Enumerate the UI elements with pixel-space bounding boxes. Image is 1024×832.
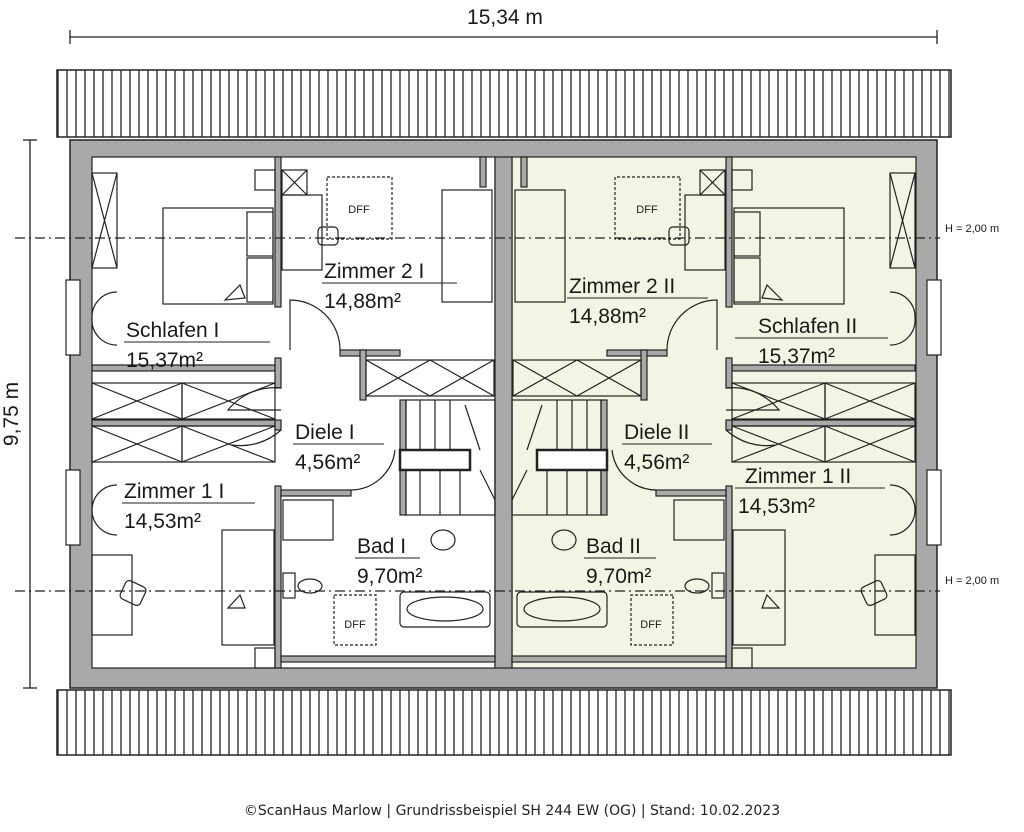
svg-text:Diele I: Diele I xyxy=(295,421,355,444)
svg-text:Schlafen II: Schlafen II xyxy=(758,315,857,338)
svg-text:4,56m²: 4,56m² xyxy=(295,451,360,474)
depth-label: 9,75 m xyxy=(0,382,23,446)
svg-text:14,53m²: 14,53m² xyxy=(124,510,201,533)
svg-text:14,53m²: 14,53m² xyxy=(738,495,815,518)
skylight-label: DFF xyxy=(636,204,658,216)
room-zimmer-1-i: Zimmer 1 I 14,53m² xyxy=(122,480,255,533)
svg-text:Zimmer 1 I: Zimmer 1 I xyxy=(124,480,224,503)
svg-text:15,37m²: 15,37m² xyxy=(126,349,203,372)
skylight-label: DFF xyxy=(640,619,662,631)
svg-text:14,88m²: 14,88m² xyxy=(569,305,646,328)
windows xyxy=(65,279,942,546)
width-label: 15,34 m xyxy=(467,6,543,29)
svg-text:9,70m²: 9,70m² xyxy=(586,565,651,588)
room-zimmer-2-i: Zimmer 2 I 14,88m² xyxy=(322,260,457,313)
room-zimmer-1-ii: Zimmer 1 II 14,53m² xyxy=(735,465,885,518)
svg-text:Zimmer 1 II: Zimmer 1 II xyxy=(745,465,851,488)
room-bad-ii: Bad II 9,70m² xyxy=(584,535,656,588)
room-schlafen-ii: Schlafen II 15,37m² xyxy=(735,315,888,368)
roof-eave-bottom xyxy=(56,689,952,756)
svg-text:Bad I: Bad I xyxy=(357,535,406,558)
skylight-label: DFF xyxy=(344,619,366,631)
unit-i-interior xyxy=(91,156,496,669)
svg-text:Diele II: Diele II xyxy=(624,421,689,444)
room-zimmer-2-ii: Zimmer 2 II 14,88m² xyxy=(567,275,708,328)
svg-text:15,37m²: 15,37m² xyxy=(758,345,835,368)
height-label-bottom: H = 2,00 m xyxy=(945,575,999,587)
svg-text:Schlafen I: Schlafen I xyxy=(126,319,219,342)
unit-ii-interior xyxy=(511,156,917,669)
room-schlafen-i: Schlafen I 15,37m² xyxy=(124,319,270,372)
skylight-label: DFF xyxy=(348,204,370,216)
width-dimension xyxy=(69,30,938,44)
svg-text:14,88m²: 14,88m² xyxy=(324,290,401,313)
footer-caption: ©ScanHaus Marlow | Grundrissbeispiel SH … xyxy=(243,803,781,819)
room-bad-i: Bad I 9,70m² xyxy=(355,535,422,588)
svg-text:Bad II: Bad II xyxy=(586,535,641,558)
svg-text:Zimmer 2 II: Zimmer 2 II xyxy=(569,275,675,298)
room-diele-i: Diele I 4,56m² xyxy=(293,421,384,474)
height-label-top: H = 2,00 m xyxy=(945,223,999,235)
room-diele-ii: Diele II 4,56m² xyxy=(622,421,712,474)
svg-text:9,70m²: 9,70m² xyxy=(357,565,422,588)
depth-dimension xyxy=(23,139,37,689)
roof-eave-top xyxy=(56,69,952,138)
svg-text:4,56m²: 4,56m² xyxy=(624,451,689,474)
svg-text:Zimmer 2 I: Zimmer 2 I xyxy=(324,260,424,283)
height-lines xyxy=(15,237,940,592)
